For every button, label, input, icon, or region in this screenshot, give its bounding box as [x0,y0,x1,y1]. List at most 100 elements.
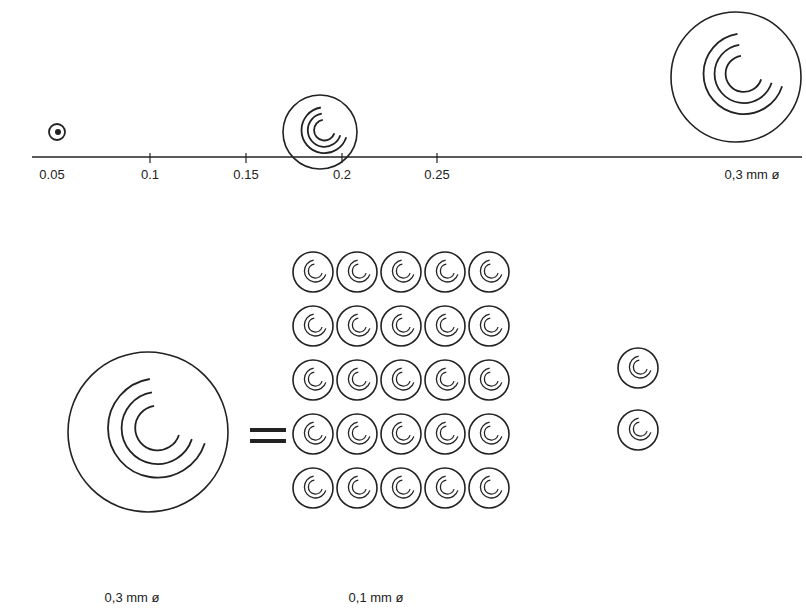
droplet-outline [618,410,658,450]
droplet-outline [425,414,465,454]
droplet-outline [381,306,421,346]
droplet-sheen [396,426,410,440]
droplet-sheen [352,318,366,332]
droplet-sheen [396,480,410,494]
droplet-sheen [392,422,413,444]
droplet [425,306,465,346]
droplet [293,252,333,292]
droplet-sheen [633,422,647,436]
droplet-sheen [440,318,454,332]
droplet [337,414,377,454]
droplet-sheen [392,314,413,336]
droplet-outline [469,468,509,508]
droplet-sheen [484,372,498,386]
droplet-sheen [629,356,650,378]
droplet-sheen [440,426,454,440]
droplet [381,252,421,292]
droplet-sheen [348,260,369,282]
droplet [618,410,658,450]
droplet [381,306,421,346]
droplet-sheen [308,318,322,332]
droplet [293,468,333,508]
droplet-outline [618,348,658,388]
droplet-outline [425,468,465,508]
scale-value: 0.1 [141,167,159,183]
droplet-sheen [308,264,322,278]
droplet-sheen [436,368,457,390]
equals-bar [250,428,286,432]
diameter-label: 0,3 mm ø [105,590,160,606]
droplet-sheen [480,476,501,498]
droplet [671,12,801,142]
droplet-outline [293,360,333,400]
droplet [469,414,509,454]
droplet-outline [425,306,465,346]
droplet-sheen [484,318,498,332]
droplet-sheen [396,264,410,278]
droplet-sheen [352,480,366,494]
droplet-outline [337,360,377,400]
droplet-sheen [352,426,366,440]
diameter-label: 0,1 mm ø [349,590,404,606]
droplet-sheen [629,418,650,440]
droplet [283,95,357,169]
droplet-outline [68,352,228,512]
droplet-sheen [108,379,205,478]
droplet [337,360,377,400]
droplet-outline [469,414,509,454]
droplet [618,348,658,388]
droplet-sheen [480,260,501,282]
droplet-sheen [436,314,457,336]
droplet-sheen [396,372,410,386]
droplet-sheen [308,114,340,147]
droplet [337,468,377,508]
droplet-outline [425,252,465,292]
droplet [293,306,333,346]
droplet [68,352,228,512]
droplet-sheen [314,120,334,141]
droplet-sheen [392,368,413,390]
droplet-outline [337,252,377,292]
droplet [425,468,465,508]
droplet-sheen [436,260,457,282]
scale-value: 0.05 [39,167,64,183]
droplet-sheen [726,56,762,92]
droplet-outline [293,252,333,292]
droplet-outline [381,414,421,454]
droplet-sheen [440,264,454,278]
droplet-sheen [348,476,369,498]
droplet [469,360,509,400]
droplet-sheen [484,426,498,440]
droplet-sheen [304,260,325,282]
droplet [293,414,333,454]
droplet-sheen [480,368,501,390]
axis-tick [149,153,150,163]
droplet-sheen [308,480,322,494]
droplet [381,468,421,508]
droplet-sheen [352,372,366,386]
droplet-sheen [308,426,322,440]
droplet-sheen [480,422,501,444]
droplet [337,252,377,292]
axis-tick [436,153,437,163]
droplet [425,360,465,400]
droplet-sheen [308,372,322,386]
droplet-outline [425,360,465,400]
droplet-sheen [396,318,410,332]
droplet-sheen [135,406,179,451]
droplet [425,252,465,292]
droplet-outline [469,306,509,346]
scale-axis [32,156,802,157]
droplet-sheen [348,368,369,390]
droplet-sheen [304,422,325,444]
droplet-outline [337,414,377,454]
droplet [49,124,65,140]
scale-value: 0.15 [233,167,258,183]
droplet-sheen [440,480,454,494]
droplet [293,360,333,400]
droplet-outline [49,124,65,140]
droplet-sheen [304,476,325,498]
droplet-outline [293,468,333,508]
droplet-outline [671,12,801,142]
